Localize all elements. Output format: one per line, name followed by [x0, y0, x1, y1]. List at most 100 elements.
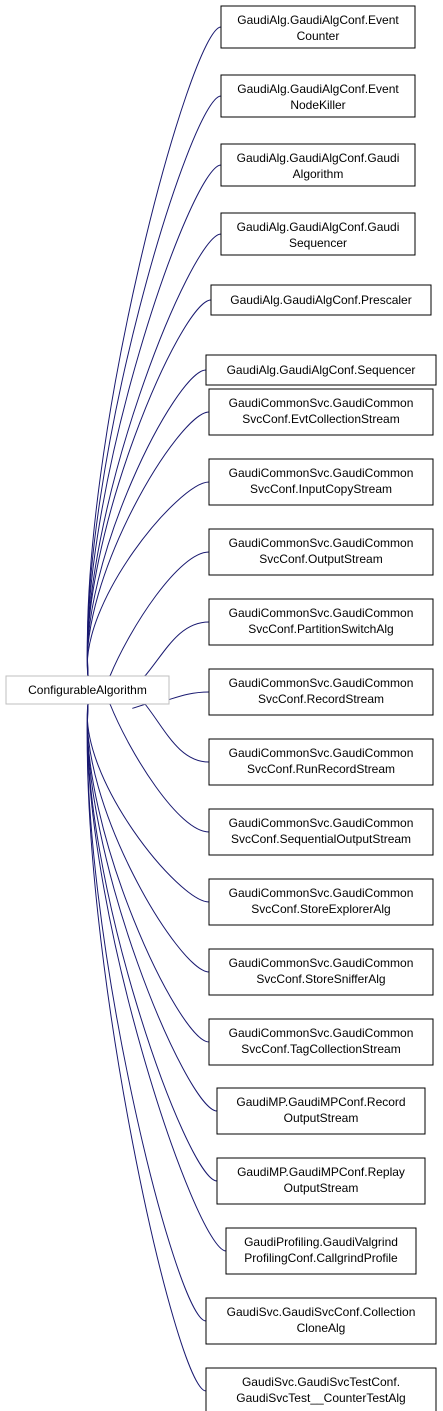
inheritance-edge — [87, 164, 222, 676]
derived-class-box — [208, 1018, 434, 1066]
derived-class-box — [220, 74, 416, 118]
inheritance-edge — [87, 704, 207, 1392]
derived-class-node[interactable]: GaudiCommonSvc.GaudiCommonSvcConf.Partit… — [208, 598, 434, 646]
derived-classes-layer: GaudiAlg.GaudiAlgConf.EventCounterGaudiA… — [205, 5, 437, 1411]
derived-class-box — [208, 528, 434, 576]
inheritance-edge — [87, 26, 222, 676]
derived-class-box — [208, 878, 434, 926]
derived-class-label-line: SvcConf.RecordStream — [258, 692, 384, 706]
derived-class-box — [208, 948, 434, 996]
derived-class-label-line: NodeKiller — [290, 98, 345, 112]
derived-class-node[interactable]: GaudiCommonSvc.GaudiCommonSvcConf.StoreS… — [208, 948, 434, 996]
derived-class-box — [205, 1297, 437, 1345]
inheritance-edge — [87, 704, 227, 1252]
derived-class-label-line: GaudiSvc.GaudiSvcTestConf. — [242, 1375, 400, 1389]
derived-class-label-line: SvcConf.InputCopyStream — [250, 482, 392, 496]
derived-class-box — [210, 284, 432, 316]
derived-class-box — [208, 458, 434, 506]
derived-class-label-line: GaudiAlg.GaudiAlgConf.Event — [237, 13, 399, 27]
root-node-box — [5, 675, 170, 705]
derived-class-node[interactable]: GaudiProfiling.GaudiValgrindProfilingCon… — [225, 1227, 417, 1275]
derived-class-label: GaudiAlg.GaudiAlgConf.Prescaler — [230, 293, 411, 307]
derived-class-label-line: GaudiMP.GaudiMPConf.Record — [236, 1095, 405, 1109]
inheritance-edge — [87, 369, 207, 676]
derived-class-box — [225, 1227, 417, 1275]
derived-class-label-line: GaudiSvc.GaudiSvcConf.Collection — [227, 1305, 416, 1319]
derived-class-box — [205, 354, 437, 386]
derived-class-node[interactable]: GaudiCommonSvc.GaudiCommonSvcConf.StoreE… — [208, 878, 434, 926]
inheritance-edge — [110, 704, 210, 833]
derived-class-label-line: ProfilingConf.CallgrindProfile — [244, 1251, 398, 1265]
inheritance-edge — [145, 621, 210, 676]
derived-class-label: GaudiAlg.GaudiAlgConf.Sequencer — [227, 363, 416, 377]
derived-class-node[interactable]: GaudiCommonSvc.GaudiCommonSvcConf.RunRec… — [208, 738, 434, 786]
root-node[interactable]: ConfigurableAlgorithm — [5, 675, 170, 705]
derived-class-box — [208, 808, 434, 856]
derived-class-label-line: Sequencer — [289, 236, 347, 250]
derived-class-node[interactable]: GaudiCommonSvc.GaudiCommonSvcConf.Output… — [208, 528, 434, 576]
edges-layer — [87, 26, 227, 1392]
inheritance-edge — [87, 704, 210, 903]
derived-class-label-line: CloneAlg — [297, 1321, 346, 1335]
inheritance-edge — [87, 704, 218, 1112]
derived-class-box — [216, 1157, 426, 1205]
derived-class-label-line: SvcConf.StoreSnifferAlg — [256, 972, 385, 986]
derived-class-label-line: GaudiCommonSvc.GaudiCommon — [229, 396, 414, 410]
derived-class-label-line: SvcConf.StoreExplorerAlg — [251, 902, 390, 916]
derived-class-label-line: SvcConf.EvtCollectionStream — [242, 412, 399, 426]
derived-class-node[interactable]: GaudiAlg.GaudiAlgConf.Sequencer — [205, 354, 437, 386]
derived-class-node[interactable]: GaudiCommonSvc.GaudiCommonSvcConf.Record… — [208, 668, 434, 716]
derived-class-label-line: GaudiSvcTest__CounterTestAlg — [236, 1391, 405, 1405]
derived-class-box — [208, 598, 434, 646]
derived-class-box — [220, 143, 416, 187]
inheritance-edge — [145, 704, 210, 763]
derived-class-node[interactable]: GaudiAlg.GaudiAlgConf.Prescaler — [210, 284, 432, 316]
inheritance-edge — [87, 95, 222, 676]
inheritance-edge — [87, 704, 210, 1043]
derived-class-node[interactable]: GaudiCommonSvc.GaudiCommonSvcConf.InputC… — [208, 458, 434, 506]
derived-class-label-line: GaudiAlg.GaudiAlgConf.Event — [237, 82, 399, 96]
derived-class-box — [205, 1367, 437, 1411]
derived-class-label-line: SvcConf.PartitionSwitchAlg — [248, 622, 393, 636]
derived-class-node[interactable]: GaudiCommonSvc.GaudiCommonSvcConf.EvtCol… — [208, 388, 434, 436]
derived-class-label-line: Algorithm — [293, 167, 344, 181]
derived-class-label-line: GaudiCommonSvc.GaudiCommon — [229, 956, 414, 970]
inheritance-edge — [87, 481, 210, 676]
inheritance-edge — [87, 704, 207, 1322]
derived-class-box — [220, 5, 416, 49]
derived-class-label-line: SvcConf.OutputStream — [259, 552, 382, 566]
derived-class-node[interactable]: GaudiCommonSvc.GaudiCommonSvcConf.TagCol… — [208, 1018, 434, 1066]
derived-class-box — [208, 388, 434, 436]
derived-class-label-line: GaudiCommonSvc.GaudiCommon — [229, 536, 414, 550]
derived-class-label-line: GaudiMP.GaudiMPConf.Replay — [237, 1165, 405, 1179]
derived-class-box — [216, 1087, 426, 1135]
derived-class-box — [208, 668, 434, 716]
derived-class-label-line: GaudiAlg.GaudiAlgConf.Gaudi — [237, 220, 400, 234]
derived-class-label-line: GaudiCommonSvc.GaudiCommon — [229, 466, 414, 480]
derived-class-label-line: GaudiCommonSvc.GaudiCommon — [229, 816, 414, 830]
derived-class-label-line: GaudiCommonSvc.GaudiCommon — [229, 676, 414, 690]
derived-class-label-line: GaudiCommonSvc.GaudiCommon — [229, 886, 414, 900]
derived-class-label-line: GaudiCommonSvc.GaudiCommon — [229, 606, 414, 620]
inheritance-edge — [110, 551, 210, 676]
derived-class-box — [208, 738, 434, 786]
inheritance-edge — [87, 411, 210, 676]
derived-class-label-line: GaudiCommonSvc.GaudiCommon — [229, 746, 414, 760]
derived-class-node[interactable]: GaudiCommonSvc.GaudiCommonSvcConf.Sequen… — [208, 808, 434, 856]
derived-class-label-line: SvcConf.SequentialOutputStream — [231, 832, 411, 846]
inheritance-edge — [87, 704, 210, 973]
derived-class-label-line: OutputStream — [284, 1111, 359, 1125]
derived-class-label-line: SvcConf.RunRecordStream — [247, 762, 395, 776]
derived-class-label-line: SvcConf.TagCollectionStream — [241, 1042, 400, 1056]
derived-class-node[interactable]: GaudiSvc.GaudiSvcTestConf. GaudiSvcTest__… — [205, 1367, 437, 1411]
derived-class-label-line: GaudiProfiling.GaudiValgrind — [244, 1235, 398, 1249]
derived-class-label-line: Counter — [297, 29, 340, 43]
